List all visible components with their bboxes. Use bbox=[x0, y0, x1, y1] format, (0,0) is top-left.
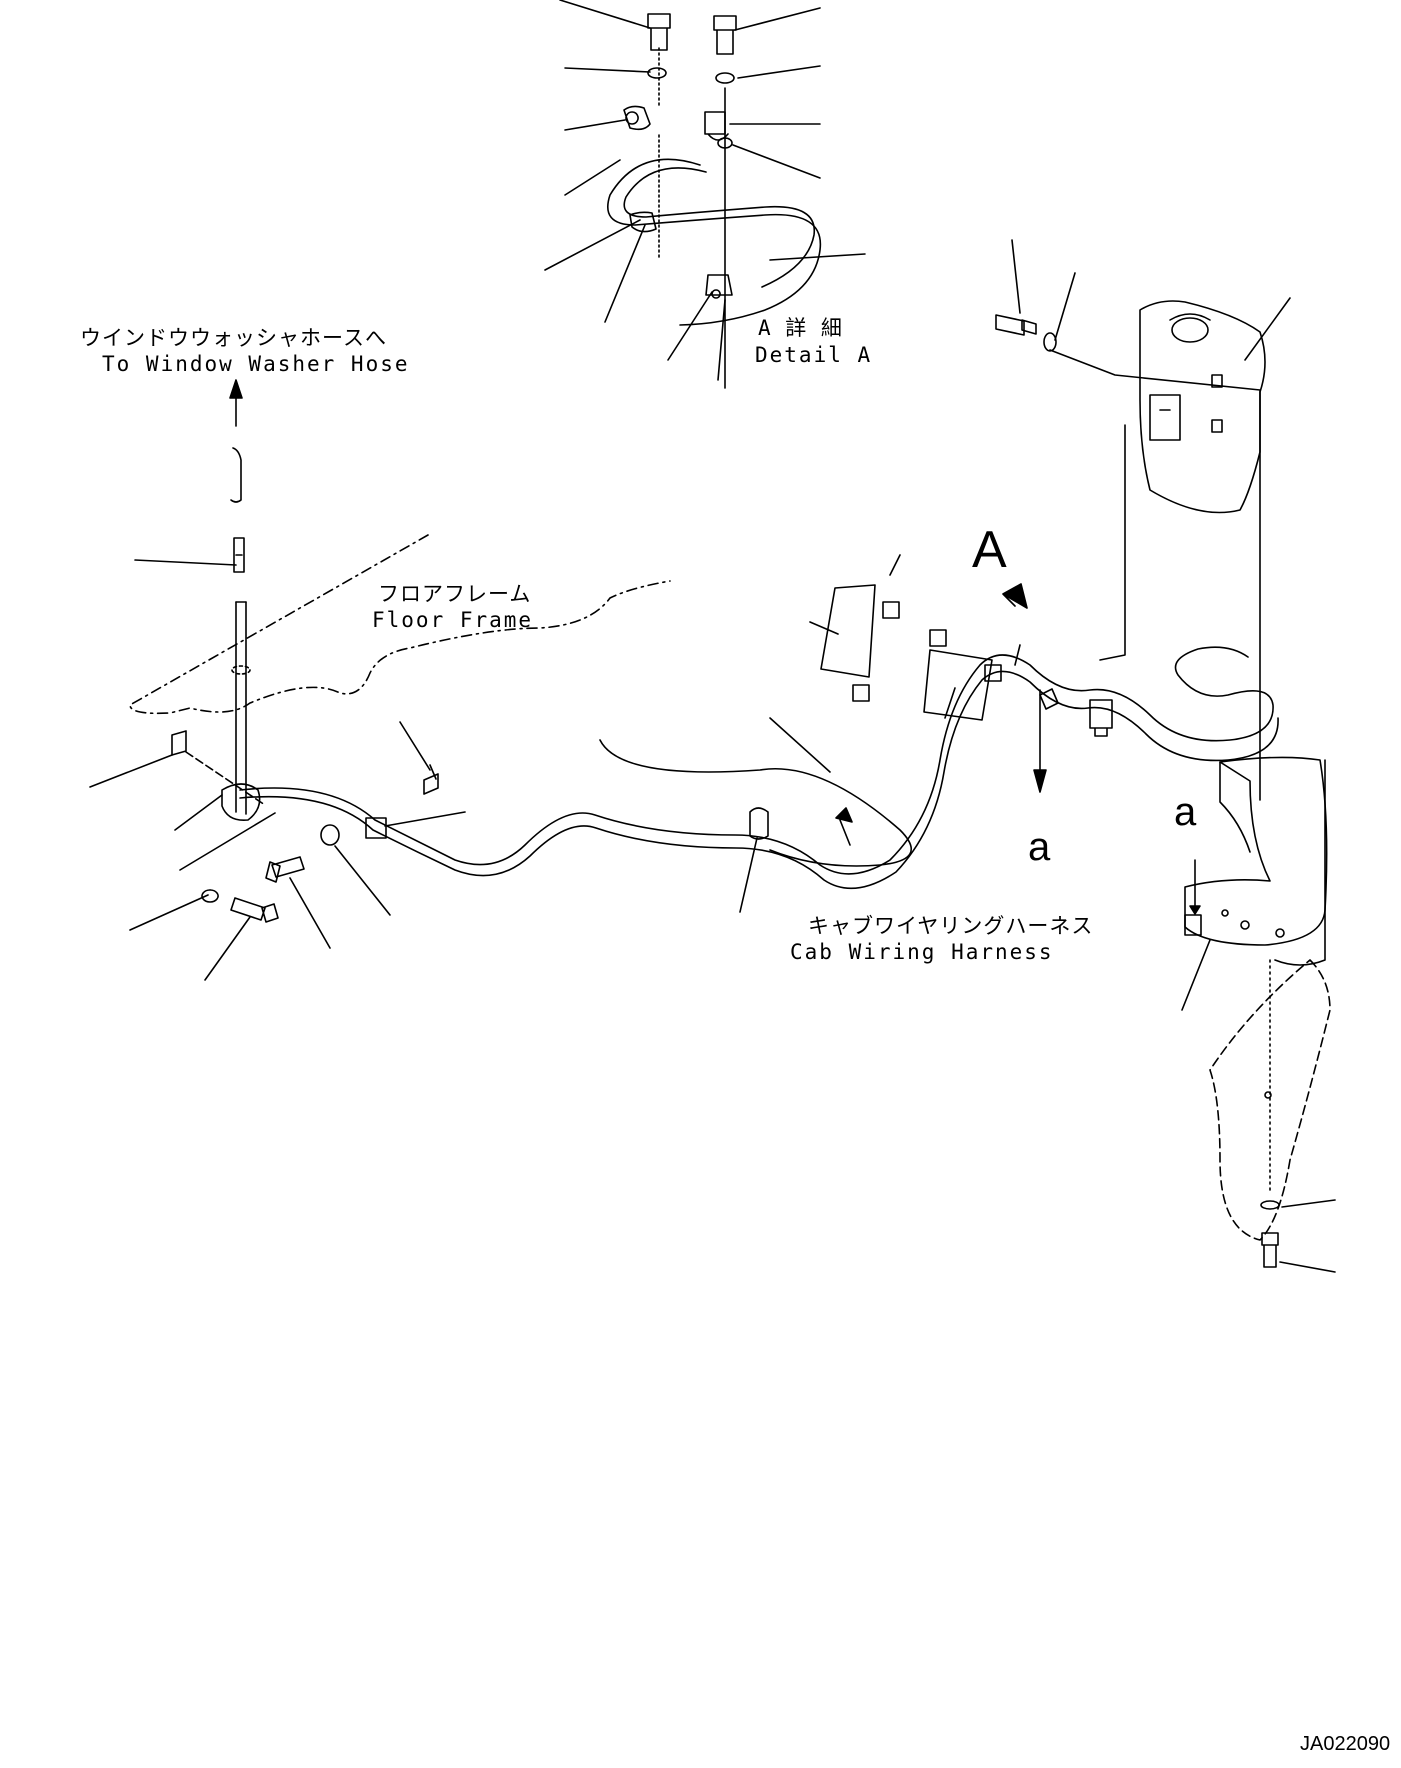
window-washer-label-jp: ウインドウウォッシャホースへ bbox=[80, 326, 387, 350]
label-tag bbox=[820, 584, 876, 678]
cab-harness-label-en: Cab Wiring Harness bbox=[790, 940, 1054, 964]
clip-icon bbox=[623, 105, 651, 131]
floor-frame-label-en: Floor Frame bbox=[372, 608, 534, 632]
washer-icon bbox=[715, 72, 735, 84]
bolt-icon bbox=[1261, 1232, 1279, 1268]
clip-icon bbox=[1184, 914, 1202, 936]
washer-tank bbox=[995, 239, 1291, 801]
floor-frame-outline bbox=[129, 534, 671, 715]
bolt-icon bbox=[713, 15, 737, 55]
bracket-icon bbox=[171, 730, 187, 756]
clamp-icon bbox=[705, 274, 733, 299]
detail-a-label-jp: A 詳 細 bbox=[758, 316, 843, 340]
floor-frame-label-jp: フロアフレーム bbox=[378, 582, 532, 606]
connector-icon bbox=[1039, 688, 1059, 710]
washer-icon bbox=[1043, 332, 1057, 352]
clamp-icon bbox=[365, 817, 387, 839]
washer-icon bbox=[1260, 1200, 1280, 1210]
washer-icon bbox=[320, 824, 340, 846]
washer-icon bbox=[201, 889, 219, 903]
label-tag bbox=[923, 649, 993, 721]
ref-a-main: a bbox=[1028, 825, 1051, 869]
detail-a-view bbox=[544, 0, 866, 389]
clamp-icon bbox=[852, 684, 870, 702]
connector-icon bbox=[233, 537, 245, 573]
cab-harness-label-jp: キャブワイヤリングハーネス bbox=[808, 914, 1094, 938]
bolt-icon bbox=[995, 314, 1037, 336]
bolt-icon bbox=[230, 897, 279, 923]
bolt-icon bbox=[265, 856, 305, 883]
detail-a-label-en: Detail A bbox=[755, 343, 873, 367]
mounting-bracket bbox=[1181, 756, 1336, 1273]
grommet-icon bbox=[749, 807, 769, 840]
hose-clip-icon bbox=[221, 783, 261, 822]
view-arrow-icon bbox=[1002, 583, 1028, 609]
window-washer-label-en: To Window Washer Hose bbox=[102, 352, 410, 376]
view-ref-A: A bbox=[972, 521, 1007, 579]
clamp-icon bbox=[629, 211, 657, 233]
bracket-icon bbox=[423, 764, 439, 795]
washer-hose-assembly bbox=[134, 379, 261, 822]
ref-a-bracket: a bbox=[1174, 790, 1197, 834]
clamp-icon bbox=[929, 629, 947, 647]
clamp-icon bbox=[882, 601, 900, 619]
bolt-icon bbox=[647, 13, 671, 51]
drawing-code: JA022090 bbox=[1300, 1733, 1391, 1755]
washer-icon bbox=[647, 67, 667, 79]
cab-wiring-harness bbox=[89, 554, 1279, 981]
hose-joint-icon bbox=[230, 447, 242, 503]
clamp-icon bbox=[984, 664, 1002, 682]
connector-icon bbox=[1089, 699, 1113, 737]
